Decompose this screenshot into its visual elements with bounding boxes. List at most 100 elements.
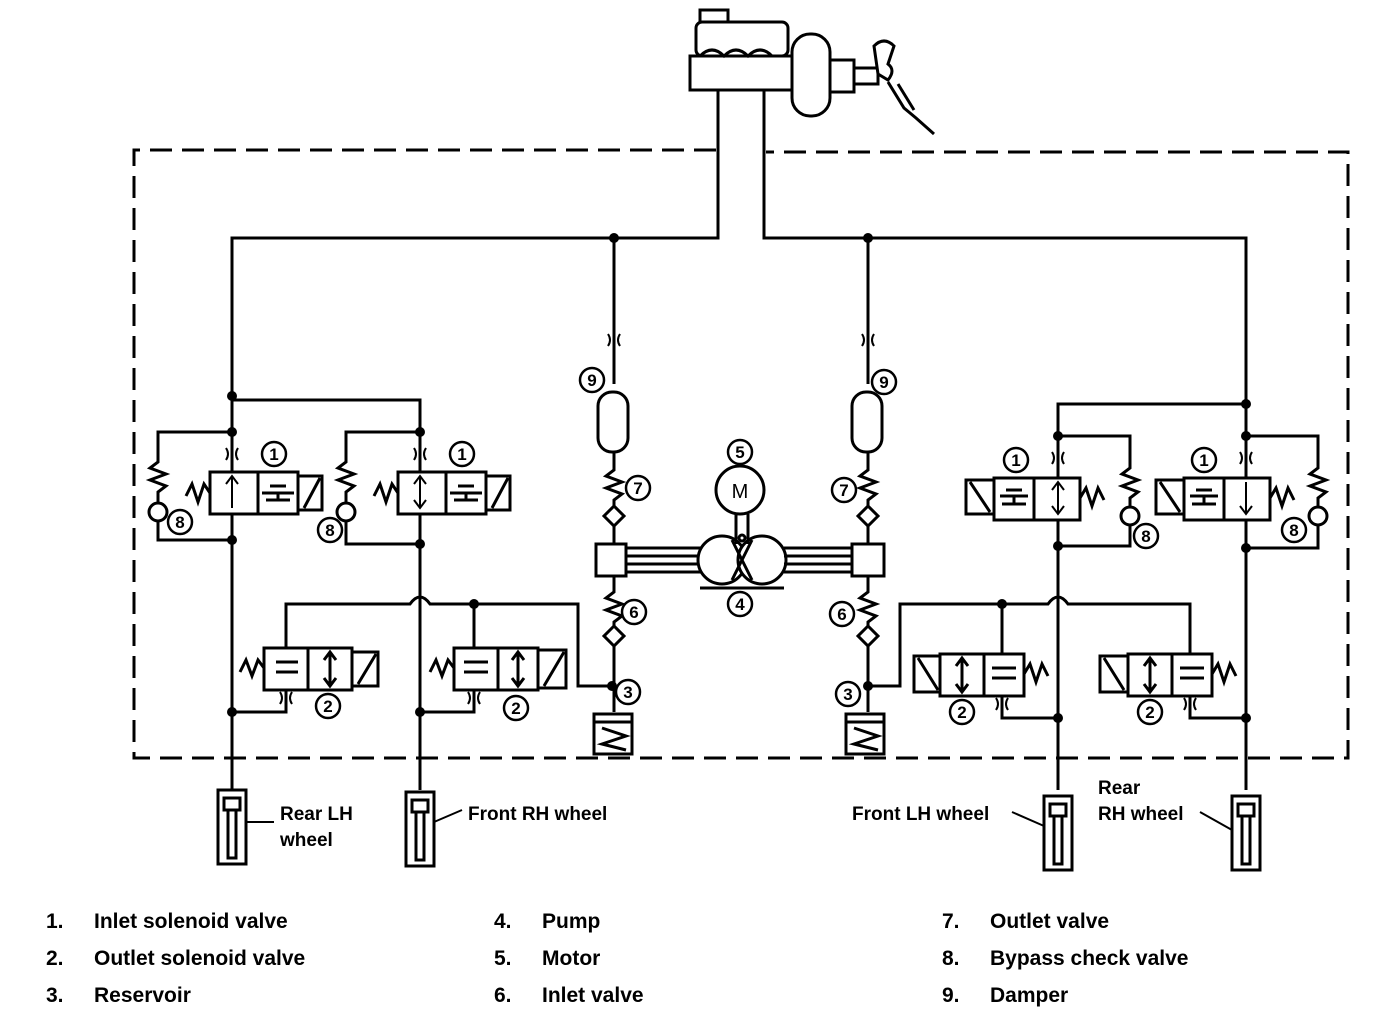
outlet-solenoid-valve-rear-lh xyxy=(238,646,380,692)
abs-hydraulic-diagram: 1 1 1 1 2 2 2 2 3 3 4 5 6 6 7 7 8 8 8 8 … xyxy=(132,8,1350,872)
legend-text: Pump xyxy=(542,910,601,933)
svg-text:5: 5 xyxy=(735,443,744,462)
callout-1: 1 xyxy=(260,440,288,468)
legend-number: 1. xyxy=(46,910,64,933)
callout-9: 9 xyxy=(578,366,606,394)
callout-1: 1 xyxy=(1190,446,1218,474)
callout-2: 2 xyxy=(314,692,342,720)
wheel-rear-rh xyxy=(1230,794,1262,872)
bypass-check-valve-right-1 xyxy=(1058,434,1143,548)
rear-rh-wheel-label-line2: RH wheel xyxy=(1098,804,1184,825)
callout-5: 5 xyxy=(726,438,754,466)
wheel-front-lh xyxy=(1042,794,1074,872)
damper-left xyxy=(596,390,630,454)
brake-pedal xyxy=(872,39,935,136)
bypass-check-valve-right-2 xyxy=(1246,434,1331,550)
legend-number: 9. xyxy=(942,984,960,1007)
callout-2: 2 xyxy=(502,694,530,722)
return-line xyxy=(132,148,1350,760)
front-rh-wheel-label: Front RH wheel xyxy=(468,804,607,825)
svg-text:1: 1 xyxy=(269,445,278,464)
inlet-valve-left xyxy=(601,623,627,649)
svg-text:6: 6 xyxy=(629,603,638,622)
legend-number: 7. xyxy=(942,910,960,933)
inlet-valve-right xyxy=(855,623,881,649)
svg-text:7: 7 xyxy=(839,481,848,500)
legend-text: Reservoir xyxy=(94,984,191,1007)
svg-text:2: 2 xyxy=(1145,703,1154,722)
callouts: 1 1 1 1 2 2 2 2 3 3 4 5 6 6 7 7 8 8 8 8 … xyxy=(166,366,1308,726)
brake-booster xyxy=(790,32,880,118)
wheel-rear-lh xyxy=(216,788,248,866)
wheel-front-rh xyxy=(404,790,436,868)
legend-text: Outlet valve xyxy=(990,910,1110,933)
rear-rh-wheel-label-line1: Rear xyxy=(1098,778,1141,799)
svg-text:2: 2 xyxy=(957,703,966,722)
svg-text:9: 9 xyxy=(587,371,596,390)
inlet-solenoid-valve-rear-lh xyxy=(184,470,324,516)
callout-8: 8 xyxy=(1280,516,1308,544)
callout-7: 7 xyxy=(830,476,858,504)
svg-text:3: 3 xyxy=(843,685,852,704)
callout-3: 3 xyxy=(614,678,642,706)
legend-text: Outlet solenoid valve xyxy=(94,947,306,970)
front-lh-wheel-label: Front LH wheel xyxy=(852,804,989,825)
svg-text:8: 8 xyxy=(1289,521,1298,540)
svg-text:1: 1 xyxy=(1011,451,1020,470)
legend-text: Inlet solenoid valve xyxy=(94,910,288,933)
svg-text:8: 8 xyxy=(325,521,334,540)
inlet-solenoid-valve-rear-rh xyxy=(1154,476,1296,522)
legend-number: 8. xyxy=(942,947,960,970)
callout-6: 6 xyxy=(828,600,856,628)
callout-6: 6 xyxy=(620,598,648,626)
callout-1: 1 xyxy=(448,440,476,468)
outlet-valve-left xyxy=(601,503,627,529)
callout-8: 8 xyxy=(316,516,344,544)
damper-right xyxy=(850,390,884,454)
legend-text: Motor xyxy=(542,947,601,970)
legend-number: 5. xyxy=(494,947,512,970)
svg-text:8: 8 xyxy=(175,513,184,532)
callout-3: 3 xyxy=(834,680,862,708)
callout-9: 9 xyxy=(870,368,898,396)
callout-2: 2 xyxy=(948,698,976,726)
svg-text:3: 3 xyxy=(623,683,632,702)
svg-text:8: 8 xyxy=(1141,527,1150,546)
outlet-solenoid-valve-rear-rh xyxy=(1098,652,1238,698)
legend-text: Inlet valve xyxy=(542,984,644,1007)
legend-text: Bypass check valve xyxy=(990,947,1189,970)
svg-text:2: 2 xyxy=(323,697,332,716)
inlet-solenoid-valve-front-rh xyxy=(372,470,512,516)
outlet-valve-right xyxy=(855,503,881,529)
callout-7: 7 xyxy=(624,474,652,502)
rear-lh-wheel-label-line2: wheel xyxy=(279,830,333,851)
pump xyxy=(696,533,788,590)
motor-symbol: M xyxy=(732,481,749,503)
callout-8: 8 xyxy=(166,508,194,536)
callout-4: 4 xyxy=(726,590,754,618)
legend-text: Damper xyxy=(990,984,1069,1007)
inlet-solenoid-valve-front-lh xyxy=(964,476,1106,522)
bypass-check-valve-left-2 xyxy=(333,430,420,546)
outlet-solenoid-valve-front-rh xyxy=(428,646,568,692)
legend-number: 2. xyxy=(46,947,64,970)
junction-dots xyxy=(227,233,1251,723)
svg-text:6: 6 xyxy=(837,605,846,624)
outlet-solenoid-valve-front-lh xyxy=(912,652,1050,698)
callout-1: 1 xyxy=(1002,446,1030,474)
rear-lh-wheel-label-line1: Rear LH xyxy=(280,804,353,825)
bypass-check-valve-left-1 xyxy=(145,430,232,542)
legend-number: 4. xyxy=(494,910,512,933)
callout-2: 2 xyxy=(1136,698,1164,726)
callout-8: 8 xyxy=(1132,522,1160,550)
svg-text:7: 7 xyxy=(633,479,642,498)
master-cylinder xyxy=(688,8,794,92)
legend-number: 3. xyxy=(46,984,64,1007)
svg-text:2: 2 xyxy=(511,699,520,718)
svg-text:1: 1 xyxy=(457,445,466,464)
svg-text:1: 1 xyxy=(1199,451,1208,470)
svg-text:9: 9 xyxy=(879,373,888,392)
legend: 1. Inlet solenoid valve 2. Outlet soleno… xyxy=(0,900,1392,1030)
svg-text:4: 4 xyxy=(735,595,745,614)
legend-number: 6. xyxy=(494,984,512,1007)
